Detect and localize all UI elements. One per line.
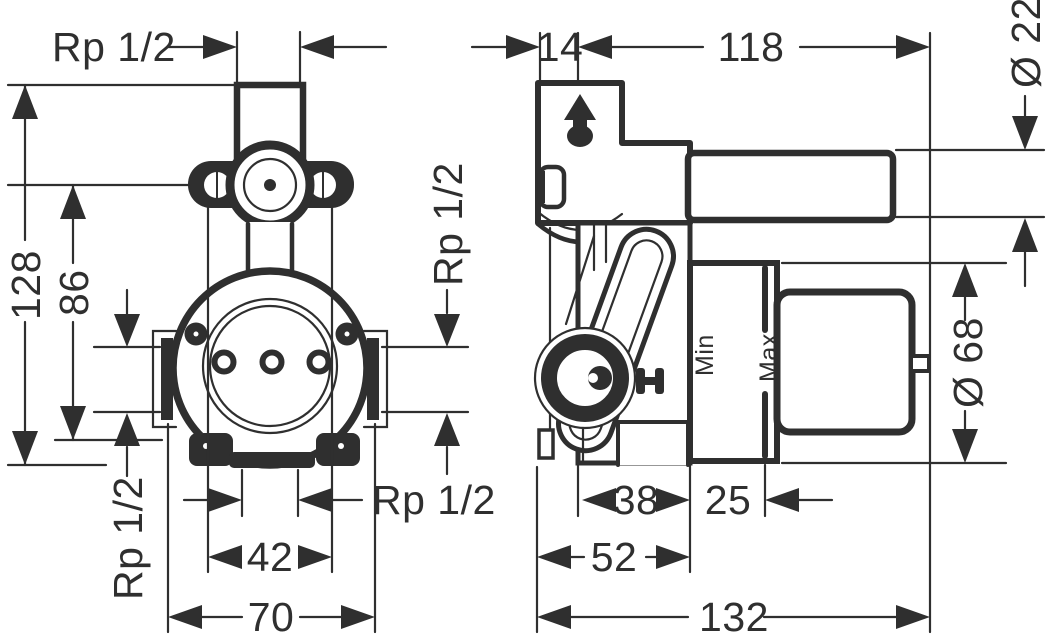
front-dimension-lines bbox=[6, 30, 470, 634]
dim-front-depth: 38 bbox=[613, 477, 660, 523]
dim-upper-port-height: 86 bbox=[51, 269, 97, 316]
stop-marker bbox=[636, 368, 664, 394]
side-tab-right bbox=[362, 329, 389, 429]
dim-mid-depth: 52 bbox=[591, 534, 638, 580]
dim-right-port-thread: Rp 1/2 bbox=[425, 162, 471, 286]
marking-min: Min bbox=[691, 334, 719, 376]
side-tab-left bbox=[151, 329, 178, 429]
dim-body-diameter: Ø 68 bbox=[945, 317, 991, 408]
side-view: 14 118 Ø 22 Ø 68 38 25 52 132 Min Max bbox=[470, 0, 1049, 640]
upper-port-center bbox=[264, 179, 276, 191]
cartridge-hole-center bbox=[259, 349, 285, 375]
dim-bottom-thread: Rp 1/2 bbox=[372, 477, 496, 523]
dim-adjustment-range: 25 bbox=[705, 477, 752, 523]
cartridge bbox=[773, 288, 916, 436]
side-dimension-lines bbox=[470, 31, 1046, 634]
side-arrowheads bbox=[506, 35, 1038, 629]
cartridge-stem bbox=[909, 354, 931, 373]
dim-pipe-diameter: Ø 22 bbox=[1003, 0, 1049, 88]
front-view: Rp 1/2 128 86 Rp 1/2 Rp 1/2 Rp 1/2 42 70 bbox=[3, 24, 496, 640]
bottom-outlet bbox=[229, 452, 315, 468]
supply-pipe bbox=[684, 149, 897, 224]
front-body bbox=[151, 81, 389, 574]
front-arrowheads bbox=[12, 35, 460, 629]
keyhole-slot bbox=[564, 94, 596, 147]
dim-overall-depth: 132 bbox=[699, 594, 769, 640]
dim-plate-depth: 14 bbox=[537, 24, 584, 70]
cartridge-hole-right bbox=[306, 349, 332, 375]
dim-pipe-length: 118 bbox=[718, 24, 785, 70]
dim-front-top-thread: Rp 1/2 bbox=[52, 24, 176, 70]
cartridge-hole-left bbox=[211, 349, 237, 375]
bottom-pad-left bbox=[189, 433, 233, 466]
side-body bbox=[533, 80, 931, 467]
dim-inner-width: 42 bbox=[247, 534, 294, 580]
side-port-ring bbox=[541, 334, 629, 422]
plate-bottom-tab bbox=[537, 428, 555, 460]
dim-outer-width: 70 bbox=[248, 594, 295, 640]
dim-left-port-thread: Rp 1/2 bbox=[105, 476, 151, 600]
dim-overall-height: 128 bbox=[3, 250, 49, 320]
bottom-pad-right bbox=[316, 433, 360, 466]
marking-max: Max bbox=[755, 333, 783, 382]
